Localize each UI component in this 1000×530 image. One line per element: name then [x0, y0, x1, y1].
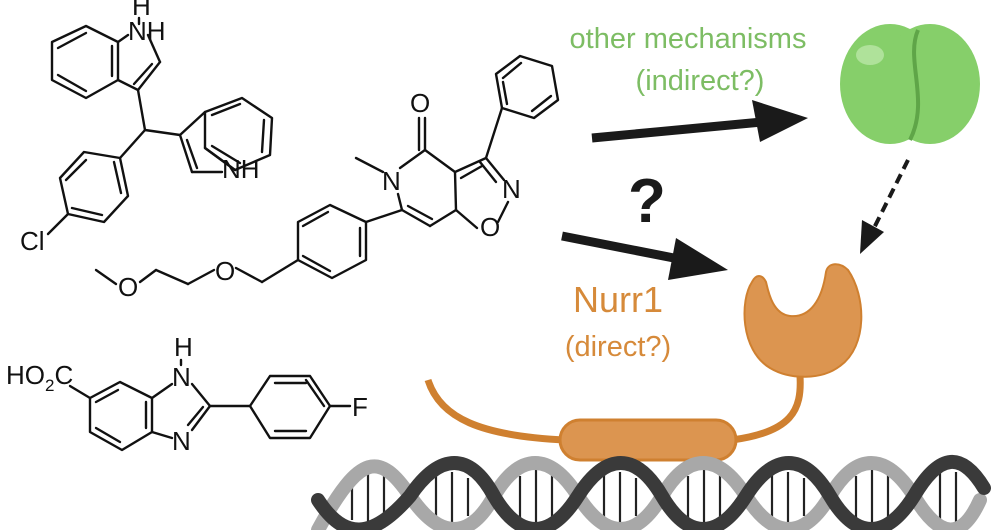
molecule-bis-indolyl-methane: NH H Cl NH: [20, 0, 274, 256]
n-top-label: N: [172, 362, 191, 392]
o-ether2-label: O: [118, 272, 138, 302]
nh-label: NH: [128, 16, 166, 46]
f-label: F: [352, 392, 368, 422]
o-ether1-label: O: [215, 256, 235, 286]
molecule-benzimidazole-acid: HO2C H N N F: [6, 332, 368, 456]
other-mechanisms-label: other mechanisms: [570, 23, 807, 55]
n-isoxazole-label: N: [502, 174, 521, 204]
nurr1-protein: [424, 263, 863, 462]
cl-label: Cl: [20, 226, 45, 256]
other-protein-green: [840, 24, 980, 144]
nurr1-label: Nurr1: [573, 279, 663, 320]
dna-double-helix: [311, 455, 991, 530]
n-bottom-label: N: [172, 426, 191, 456]
indirect-label: (indirect?): [636, 65, 765, 97]
h-label: H: [132, 0, 151, 21]
o-isoxazole-label: O: [480, 212, 500, 242]
ho2c-label: HO2C: [6, 360, 73, 395]
nh-label-lower: NH: [222, 154, 260, 184]
h-benzimidazole-label: H: [174, 332, 193, 362]
molecule-isoxazolopyridinone: N O O N O O: [94, 54, 560, 302]
dashed-arrow-indirect: [860, 159, 910, 254]
arrow-to-other-mechanisms: [591, 100, 808, 143]
direct-label: (direct?): [565, 331, 671, 363]
question-mark: ?: [628, 167, 666, 236]
n-methyl-label: N: [382, 166, 401, 196]
arrow-to-nurr1: [561, 231, 728, 280]
o-keto-label: O: [410, 88, 430, 118]
